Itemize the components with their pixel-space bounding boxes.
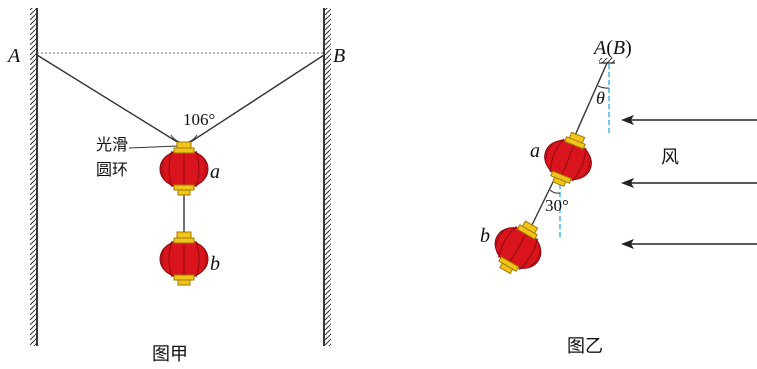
ring-leader-line: [128, 145, 179, 149]
label-pivot-a: A: [592, 37, 607, 59]
caption-yi: 图乙: [567, 336, 603, 357]
label-theta: θ: [596, 88, 605, 108]
rope-left: [36, 54, 180, 144]
angle-arc: [170, 134, 198, 144]
label-pivot: A(B): [592, 37, 632, 59]
lantern-a-tilted: [535, 125, 601, 194]
wind-arrow-1: [621, 115, 757, 125]
pivot-ceiling: [599, 58, 615, 63]
lantern-a: [159, 141, 209, 196]
lantern-b: [159, 231, 209, 286]
label-lantern-a: a: [210, 161, 220, 183]
theta-arc: [597, 85, 610, 89]
label-angle-106: 106°: [183, 110, 215, 129]
wind-arrow-2: [621, 178, 757, 188]
label-lantern-b: b: [210, 253, 220, 275]
label-pivot-open: (: [606, 37, 613, 59]
string-upper: [572, 62, 608, 141]
label-angle-30: 30°: [545, 196, 569, 215]
caption-jia: 图甲: [152, 344, 188, 365]
lantern-b-tilted: [483, 212, 553, 284]
right-wall: [324, 8, 331, 346]
figure-yi: A(B) θ a 30° b 风 图乙: [480, 37, 757, 357]
label-ring-line2: 圆环: [96, 160, 128, 179]
wind-arrow-3: [621, 239, 757, 249]
rope-right: [188, 54, 325, 144]
label-pivot-close: ): [625, 37, 632, 59]
label-point-b: B: [333, 45, 345, 67]
left-wall: [30, 8, 37, 346]
angle-30-arc: [549, 189, 561, 194]
label-lantern-b-yi: b: [480, 225, 490, 247]
label-pivot-b: B: [613, 37, 625, 59]
label-ring-line1: 光滑: [96, 135, 128, 154]
label-point-a: A: [6, 45, 21, 67]
string-lower: [531, 181, 554, 226]
figure-jia: A B 106° 光滑 圆环 a b 图甲: [6, 8, 345, 365]
label-wind: 风: [661, 147, 679, 168]
label-lantern-a-yi: a: [530, 140, 540, 162]
